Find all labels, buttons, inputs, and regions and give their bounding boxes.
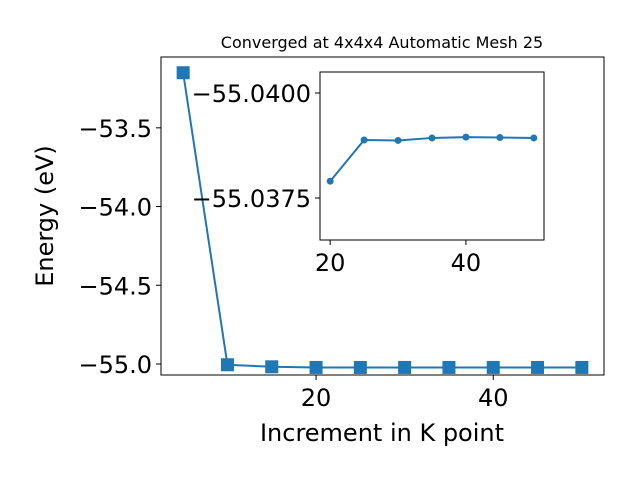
inset-data-point [394,136,402,144]
inset-data-point [360,136,368,144]
y-axis-label: Energy (eV) [31,145,59,287]
main-y-ticks: −53.5 −54.0 −54.5 −55.0 [78,115,161,379]
inset-data-point [326,177,334,185]
inset-x-tick-label: 40 [451,249,482,277]
main-data-point [486,360,500,374]
main-data-point [442,360,456,374]
x-axis-label: Increment in K point [260,419,504,447]
main-data-point [309,360,323,374]
main-data-point [220,358,234,372]
main-x-tick-label: 20 [301,384,332,412]
inset-data-point [428,134,436,142]
main-y-tick-label: −54.0 [78,194,152,222]
inset-y-tick-label: −55.0375 [192,185,311,213]
main-x-tick-label: 40 [478,384,509,412]
inset-y-ticks: −55.0400 −55.0375 [192,80,320,213]
main-data-point [575,360,589,374]
main-data-point [353,360,367,374]
main-data-point [265,360,279,374]
main-data-point [176,66,190,80]
chart-title: Converged at 4x4x4 Automatic Mesh 25 [221,33,543,52]
main-series-line [182,72,582,369]
main-series [176,66,589,374]
inset-y-tick-label: −55.0400 [192,80,311,108]
inset-plot-frame [319,71,545,241]
inset-series [326,133,538,185]
inset-x-tick-label: 20 [315,249,346,277]
main-data-point [531,360,545,374]
main-plot-frame [160,56,605,376]
main-y-tick-label: −55.0 [78,351,152,379]
inset-data-point [530,134,538,142]
main-y-tick-label: −54.5 [78,272,152,300]
inset-data-point [462,133,470,141]
inset-data-point [496,134,504,142]
main-y-tick-label: −53.5 [78,115,152,143]
main-data-point [398,360,412,374]
